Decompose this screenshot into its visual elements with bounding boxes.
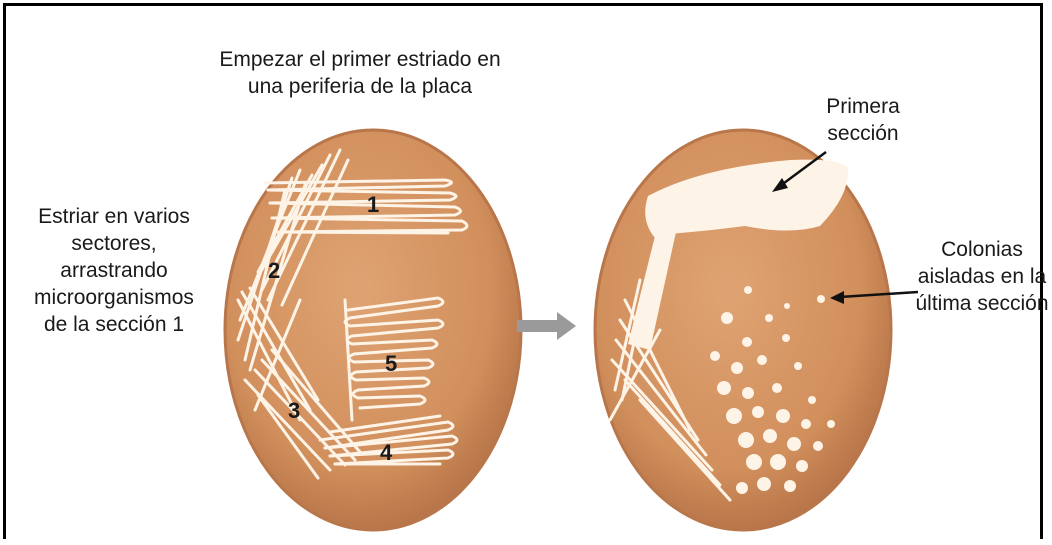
instruction-line-4: microorganismos xyxy=(34,286,194,309)
process-arrow xyxy=(517,312,576,340)
streak-section-4 xyxy=(318,414,459,466)
isolated-colonies-label: Colonias aisladas en la última sección xyxy=(912,236,1052,317)
first-section-label: Primera sección xyxy=(808,93,918,147)
streak-instruction: Estriar en varios sectores, arrastrando … xyxy=(18,203,210,338)
pointer-arrow-colonies xyxy=(830,290,919,304)
instruction-line-3: arrastrando xyxy=(60,259,168,282)
colonies-line-1: Colonias xyxy=(941,238,1023,261)
colonies-line-2: aisladas en la xyxy=(917,265,1047,288)
isolated-colonies xyxy=(710,286,835,494)
section-number-4: 4 xyxy=(380,440,393,465)
section-number-5: 5 xyxy=(385,351,397,376)
first-section-line-2: sección xyxy=(827,122,899,145)
streak-section-2 xyxy=(236,168,320,422)
title-line-1: Empezar el primer estriado en xyxy=(219,48,501,71)
streak-lines-right xyxy=(608,273,732,502)
figure-frame xyxy=(3,3,1043,539)
title-line-2: una periferia de la placa xyxy=(247,75,473,98)
streak-section-5 xyxy=(343,296,445,422)
section-number-3: 3 xyxy=(288,398,300,423)
left-petri-dish: 1 2 3 4 5 xyxy=(223,128,523,532)
section-number-1: 1 xyxy=(367,192,379,217)
diagram-title: Empezar el primer estriado en una perife… xyxy=(200,46,520,100)
pointer-arrow-first-section xyxy=(772,150,827,192)
right-petri-dish xyxy=(593,128,919,532)
instruction-line-2: sectores, xyxy=(71,232,157,255)
instruction-line-5: de la sección 1 xyxy=(43,313,185,336)
instruction-line-1: Estriar en varios xyxy=(38,205,190,228)
section-number-2: 2 xyxy=(268,258,280,283)
colonies-line-3: última sección xyxy=(915,292,1049,315)
first-section-line-1: Primera xyxy=(826,95,900,118)
